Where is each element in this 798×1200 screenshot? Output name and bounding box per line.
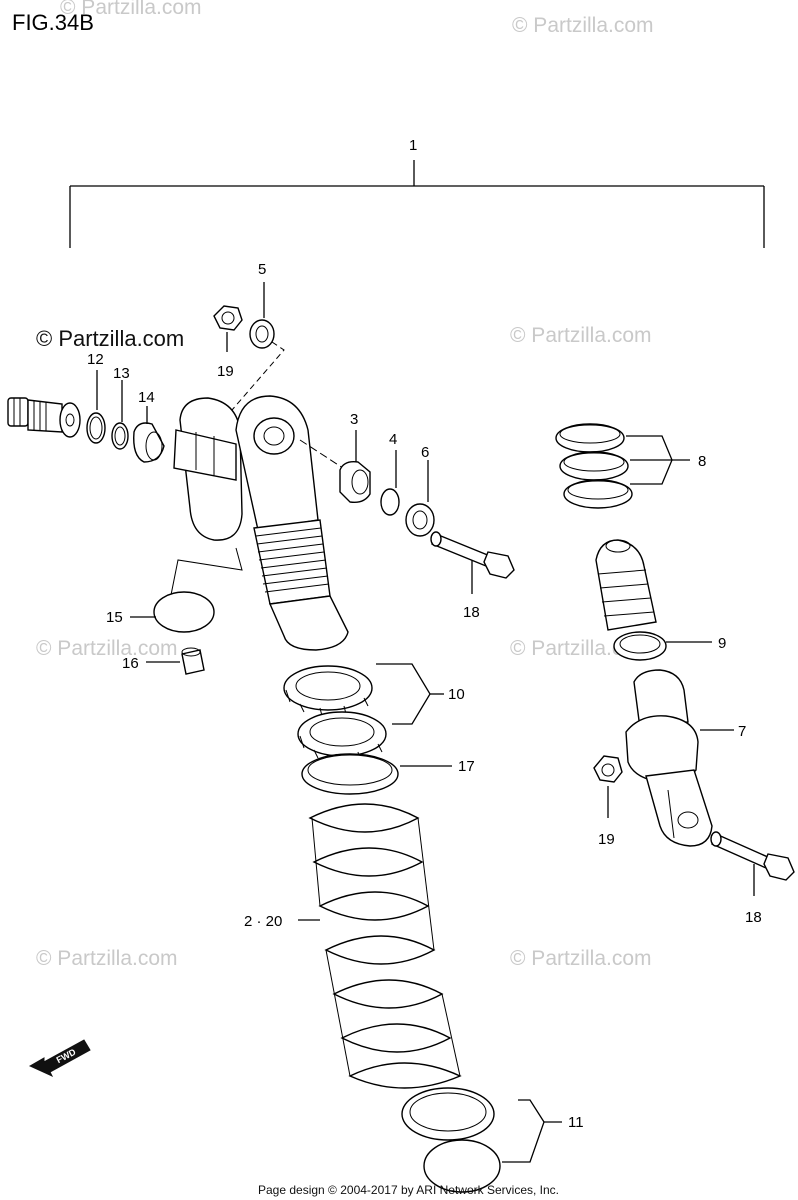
callout-12: 12: [87, 351, 104, 368]
part-15-cap: [153, 591, 215, 633]
callout-5: 5: [258, 261, 266, 278]
figure-title: FIG.34B: [12, 10, 94, 35]
part-6-seal: [405, 503, 435, 537]
part-4-ring: [380, 488, 400, 516]
callout-4: 4: [389, 431, 397, 448]
callout-17: 17: [458, 758, 475, 775]
callout-8: 8: [698, 453, 706, 470]
callout-6: 6: [421, 444, 429, 461]
part-10-lock-nut-upper: [283, 665, 373, 717]
part-5-washer: [249, 319, 275, 349]
watermark: © Partzilla.com: [510, 324, 652, 347]
footer-copyright: Page design © 2004-2017 by ARI Network S…: [258, 1183, 559, 1197]
part-7-lower-mount: [625, 669, 713, 847]
shock-thread-lines: [255, 527, 330, 593]
part-16-collar: [181, 647, 205, 675]
callout-18-upper: 18: [463, 604, 480, 621]
assembly-bracket: [69, 160, 765, 248]
part-19-nut-top: [213, 305, 243, 331]
callout-11: 11: [568, 1114, 584, 1131]
watermark: © Partzilla.com: [512, 14, 654, 37]
watermark: © Partzilla.com: [36, 947, 178, 970]
fwd-arrow-icon: FWD: [28, 1039, 91, 1078]
part-damper-rod-top: [595, 539, 657, 631]
watermark: © Partzilla.com: [36, 637, 178, 660]
callout-14: 14: [138, 389, 155, 406]
callout-3: 3: [350, 411, 358, 428]
part-14-bushing: [133, 422, 165, 463]
callout-7: 7: [738, 723, 746, 740]
callout-1: 1: [409, 137, 417, 154]
part-9-ring: [613, 631, 667, 661]
part-2-spring: [308, 803, 462, 1089]
callout-19-top: 19: [217, 363, 234, 380]
callout-19-lower: 19: [598, 831, 615, 848]
callout-9: 9: [718, 635, 726, 652]
part-11-guide-lower: [423, 1139, 501, 1193]
callout-13: 13: [113, 365, 130, 382]
watermark-dark: © Partzilla.com: [36, 326, 184, 351]
part-shock-body: [173, 395, 349, 651]
part-18-bolt-upper: [430, 531, 515, 579]
part-17-spring-seat: [301, 753, 399, 795]
part-8-bump-rubber: [555, 423, 633, 509]
callout-16: 16: [122, 655, 139, 672]
watermark: © Partzilla.com: [510, 947, 652, 970]
part-18-bolt-lower: [710, 831, 795, 881]
callout-18-lower: 18: [745, 909, 762, 926]
watermark: © Partzilla.com: [60, 0, 202, 19]
callout-15: 15: [106, 609, 123, 626]
part-adjuster-screw: [7, 397, 81, 438]
part-3-bushing: [339, 460, 371, 504]
part-19-nut-lower: [593, 755, 623, 783]
callout-2-20: 2 · 20: [244, 913, 282, 930]
callout-10: 10: [448, 686, 465, 703]
part-11-guide-upper: [401, 1087, 495, 1141]
part-10-lock-nut-lower: [297, 711, 387, 763]
